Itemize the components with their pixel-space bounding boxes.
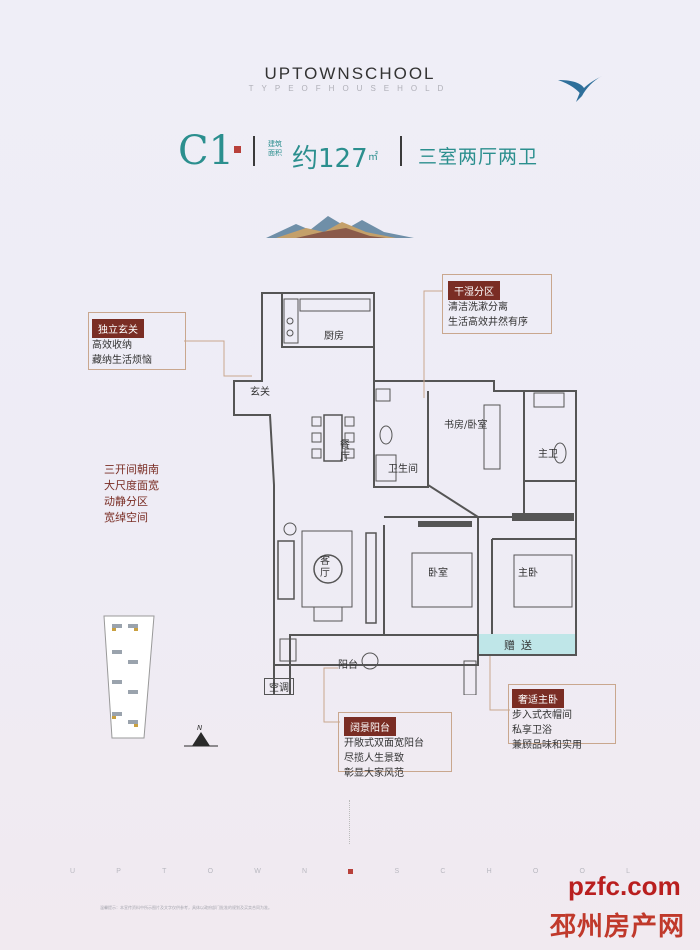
callout-title: 独立玄关 — [92, 319, 144, 338]
master-callout-frame — [508, 684, 616, 744]
callout-line: 彰显大家风范 — [344, 768, 404, 779]
swallow-icon — [558, 76, 602, 102]
master-callout: 奢适主卧 步入式衣帽间 私享卫浴 兼顾品味和实用 — [512, 688, 582, 753]
compass-arrow-icon — [184, 732, 218, 747]
feature-item: 三开间朝南 — [104, 463, 159, 476]
footer-letter: L — [626, 868, 630, 875]
room-label-master: 主卧 — [518, 568, 538, 579]
feature-item: 大尺度面宽 — [104, 479, 159, 492]
callout-line: 高效收纳 — [92, 340, 132, 351]
room-count: 三室两厅两卫 — [418, 146, 539, 168]
feature-item: 宽绰空间 — [104, 511, 148, 524]
watermark-domain: pzfc.com — [568, 871, 681, 901]
site-minimap — [103, 615, 155, 739]
footer-letter: H — [486, 868, 492, 875]
vertical-guide — [349, 800, 351, 844]
mountain-ornament — [266, 216, 414, 238]
room-label-foyer: 玄关 — [250, 387, 270, 398]
room-label-master-bath: 主卫 — [538, 449, 558, 460]
wetdry-callout-frame — [442, 274, 552, 334]
feature-item: 动静分区 — [104, 495, 148, 508]
wetdry-leader-line — [423, 290, 442, 398]
wetdry-callout: 干湿分区 清洁洗漱分离 生活高效井然有序 — [448, 280, 528, 330]
foyer-callout: 独立玄关 高效收纳 藏纳生活烦恼 — [92, 318, 152, 368]
room-label-bedroom: 卧室 — [428, 568, 448, 579]
floor-plan — [233, 292, 577, 695]
callout-title: 阔景阳台 — [344, 717, 396, 736]
red-seal-mark — [234, 146, 241, 153]
room-label-living: 客厅 — [320, 556, 330, 579]
footer-letter: P — [116, 868, 121, 875]
footer-letter: W — [254, 868, 261, 875]
footer-letter: O — [532, 868, 539, 875]
gift-area — [479, 634, 575, 654]
footer-brand-letters: U P T O W N S C H O O L — [70, 868, 630, 875]
callout-title: 干湿分区 — [448, 281, 500, 300]
features-list: 三开间朝南 大尺度面宽 动静分区 宽绰空间 — [104, 462, 159, 526]
balcony-callout-frame — [338, 712, 452, 772]
footer-letter: O — [579, 868, 585, 875]
callout-line: 藏纳生活烦恼 — [92, 355, 152, 366]
area-value: 约127 — [292, 144, 368, 174]
foyer-leader-line — [184, 340, 252, 377]
unit-type-code: C1 — [178, 128, 235, 174]
footer-letter: U — [70, 868, 76, 875]
room-label-balcony: 阳台 — [338, 660, 358, 671]
brand-subtitle: TYPEOFHOUSEHOLD — [248, 84, 452, 93]
compass-north-label: N — [197, 724, 203, 732]
area-unit: ㎡ — [368, 152, 378, 163]
balcony-callout: 阔景阳台 开敞式双面宽阳台 尽揽人生景致 彰显大家风范 — [344, 716, 424, 781]
ac-unit-label: 空调 — [264, 678, 294, 695]
callout-line: 私享卫浴 — [512, 725, 552, 736]
divider — [400, 136, 402, 166]
footer-letter: C — [440, 868, 446, 875]
footer-letter: T — [162, 868, 167, 875]
callout-line: 尽揽人生景致 — [344, 753, 404, 764]
room-label-kitchen: 厨房 — [324, 331, 344, 342]
watermark-name: 邳州房产网 — [550, 912, 686, 942]
room-label-dining: 餐厅 — [340, 440, 350, 463]
balcony-leader-line — [323, 667, 340, 723]
area-label: 建筑面积 — [268, 140, 282, 157]
room-label-study: 书房/卧室 — [444, 420, 488, 431]
callout-line: 开敞式双面宽阳台 — [344, 738, 424, 749]
brand-title: UPTOWNSCHOOL — [264, 64, 436, 83]
footer-letter: N — [302, 868, 308, 875]
footer-red-dot — [348, 869, 354, 874]
room-label-bath: 卫生间 — [388, 464, 418, 475]
callout-line: 清洁洗漱分离 — [448, 302, 508, 313]
callout-title: 奢适主卧 — [512, 689, 564, 708]
callout-line: 兼顾品味和实用 — [512, 740, 582, 751]
callout-line: 生活高效井然有序 — [448, 317, 528, 328]
gift-label: 赠送 — [504, 639, 538, 652]
master-leader-line — [489, 656, 510, 711]
callout-line: 步入式衣帽间 — [512, 710, 572, 721]
divider — [253, 136, 255, 166]
footer-letter: O — [207, 868, 214, 875]
footer-letter: S — [394, 868, 400, 875]
disclaimer-text: 温馨提示：本宣传资料中所示图片及文字仅供参考，具体以政府部门批准的规划及买卖合同… — [100, 905, 272, 910]
